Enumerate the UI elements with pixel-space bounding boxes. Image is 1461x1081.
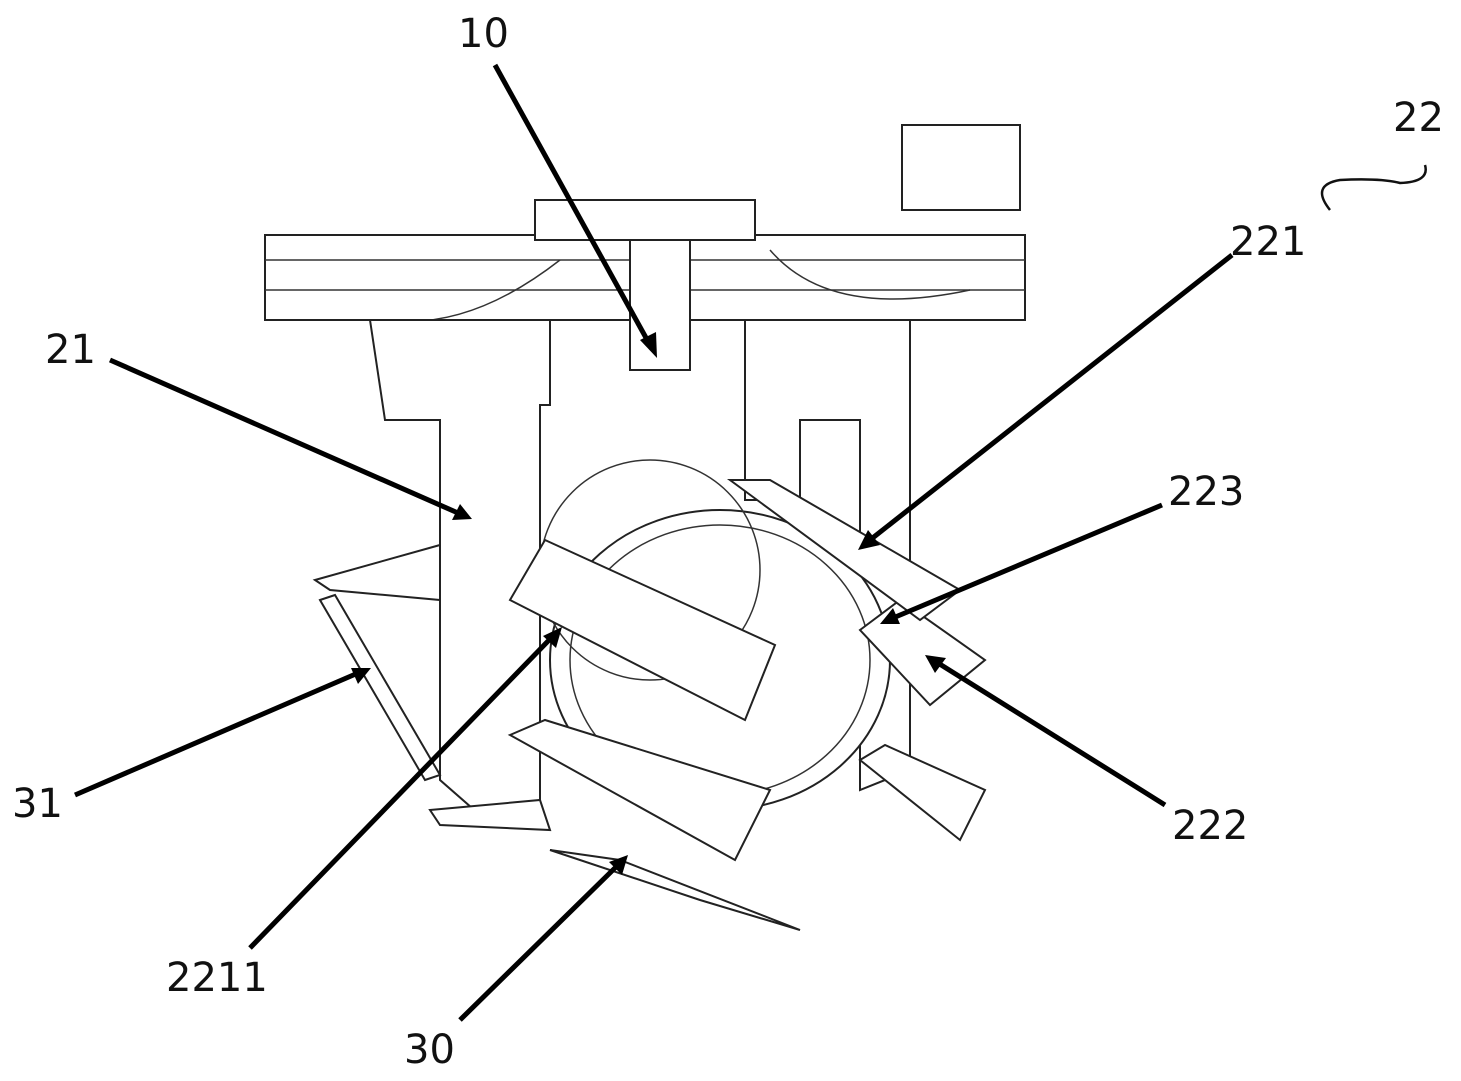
label-221: 221 [1230,222,1306,262]
label-21: 21 [45,330,96,370]
label-10: 10 [458,14,509,54]
link-arm-31 [320,595,440,780]
label-2211: 2211 [166,958,268,998]
label-31: 31 [12,784,63,824]
label-223: 223 [1168,472,1244,512]
squiggle-22 [1322,165,1426,210]
label-222: 222 [1172,806,1248,846]
label-22: 22 [1393,98,1444,138]
label-30: 30 [404,1030,455,1070]
